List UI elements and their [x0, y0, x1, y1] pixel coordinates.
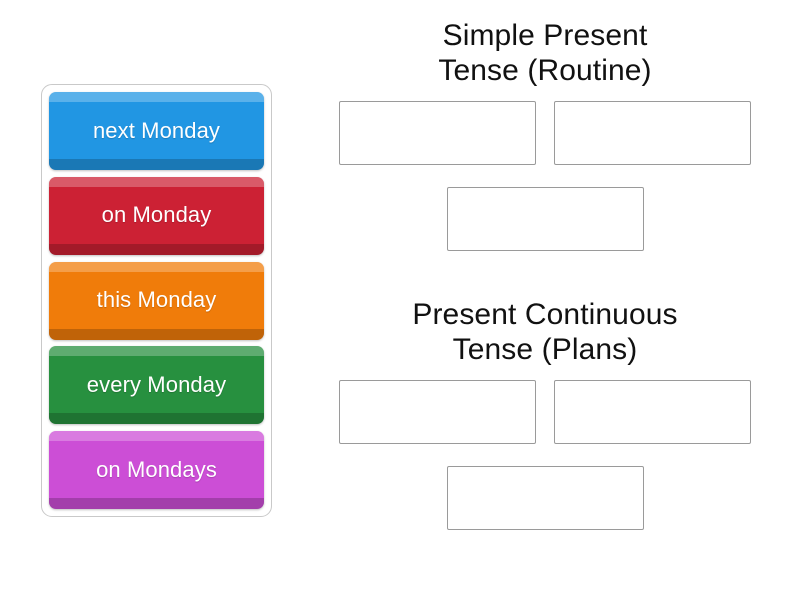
tile-label: this Monday — [96, 287, 217, 313]
draggable-tiles-panel: next Monday on Monday this Monday every … — [41, 84, 272, 517]
category-spacer — [310, 251, 780, 297]
dropzone-row-bottom — [310, 466, 780, 531]
tile-label: on Mondays — [96, 456, 217, 482]
draggable-tile-4[interactable]: every Monday — [49, 346, 264, 425]
dropzone-1[interactable] — [339, 101, 536, 166]
draggable-tile-2[interactable]: on Monday — [49, 176, 264, 255]
tile-label: on Monday — [101, 202, 212, 228]
dropzone-row-bottom — [310, 187, 780, 252]
category-columns: Simple Present Tense (Routine) Present C… — [310, 18, 780, 531]
draggable-tile-5[interactable]: on Mondays — [49, 431, 264, 509]
category-title-line1: Present Continuous — [412, 298, 678, 332]
category-title-line1: Simple Present — [442, 19, 648, 52]
category-present-continuous: Present Continuous Tense (Plans) — [310, 297, 780, 531]
dropzone-6[interactable] — [446, 466, 644, 531]
dropzone-group — [310, 101, 780, 252]
dropzone-row-top — [310, 380, 780, 445]
category-simple-present: Simple Present Tense (Routine) — [310, 18, 780, 252]
dropzone-3[interactable] — [446, 187, 644, 252]
dropzone-row-top — [310, 101, 780, 166]
dropzone-2[interactable] — [554, 101, 751, 166]
dropzone-group — [310, 380, 780, 531]
draggable-tile-3[interactable]: this Monday — [49, 261, 264, 340]
dropzone-5[interactable] — [554, 380, 751, 445]
category-title: Present Continuous Tense (Plans) — [310, 297, 780, 367]
tile-label: every Monday — [86, 371, 227, 397]
dropzone-4[interactable] — [339, 380, 536, 445]
category-title-line2: Tense (Plans) — [452, 333, 638, 367]
category-title-line2: Tense (Routine) — [438, 54, 652, 88]
category-title: Simple Present Tense (Routine) — [310, 18, 780, 88]
draggable-tile-1[interactable]: next Monday — [49, 92, 264, 170]
tile-label: next Monday — [92, 117, 221, 143]
